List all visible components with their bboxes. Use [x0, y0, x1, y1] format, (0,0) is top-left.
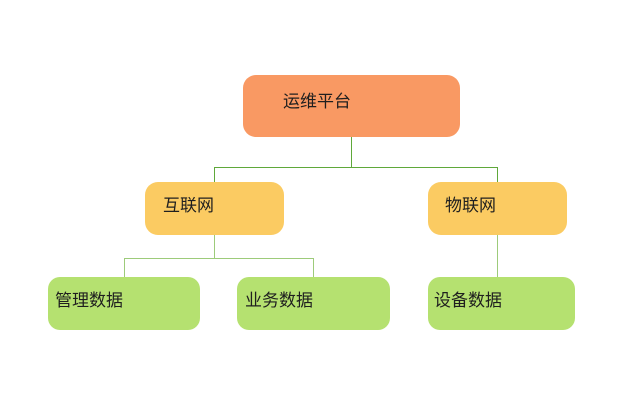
node-internet[interactable]: 互联网	[145, 182, 284, 235]
node-management-data[interactable]: 管理数据	[48, 277, 200, 330]
level2-connectors	[124, 235, 498, 277]
node-device-data[interactable]: 设备数据	[428, 277, 575, 330]
node-management-data-label: 管理数据	[55, 291, 123, 310]
node-ops-platform-label: 运维平台	[283, 91, 351, 111]
node-iot-label: 物联网	[445, 196, 496, 215]
node-business-data[interactable]: 业务数据	[237, 277, 390, 330]
node-business-data-label: 业务数据	[245, 291, 313, 310]
node-device-data-label: 设备数据	[434, 291, 502, 310]
connector-internet-to-leaves-bracket	[124, 258, 314, 277]
connector-root-to-level2-bracket	[214, 167, 498, 182]
node-ops-platform[interactable]: 运维平台	[243, 75, 460, 137]
level1-connectors	[214, 137, 498, 182]
node-iot[interactable]: 物联网	[428, 182, 567, 235]
node-internet-label: 互联网	[163, 196, 214, 215]
